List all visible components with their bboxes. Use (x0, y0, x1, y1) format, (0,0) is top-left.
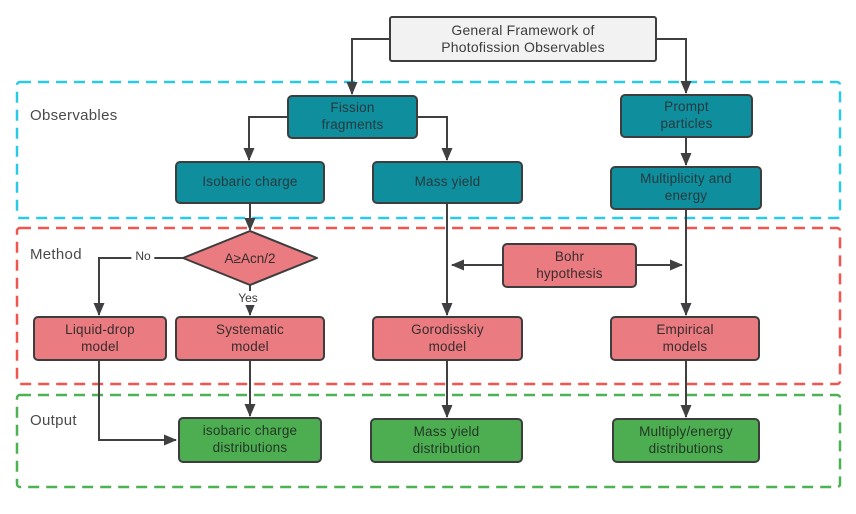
node-title: General Framework of Photofission Observ… (389, 16, 657, 62)
node-isobaric-charge: Isobaric charge (175, 161, 325, 204)
observables-region-border (15, 80, 842, 220)
observables-section-label: Observables (30, 107, 118, 124)
node-mass-yield-distribution: Mass yield distribution (370, 418, 523, 463)
node-multiplicity-energy: Multiplicity and energy (610, 166, 762, 210)
node-empirical-models: Empirical models (610, 316, 760, 361)
edge-label-no: No (131, 249, 155, 263)
node-decision-label: A≥Acn/2 (224, 250, 276, 266)
node-systematic-model: Systematic model (175, 316, 325, 361)
edge-liquid-drop-to-icd (98, 361, 177, 446)
node-fission-fragments: Fission fragments (287, 95, 418, 139)
edge-title-to-fission-fragments (346, 38, 389, 95)
node-liquid-drop-model: Liquid-drop model (33, 316, 167, 361)
node-isobaric-charge-distributions: isobaric charge distributions (178, 417, 322, 463)
decision-diamond-shape (182, 230, 318, 286)
method-region-border (15, 226, 842, 386)
node-multiply-energy-distributions: Multiply/energy distributions (612, 418, 760, 463)
edge-title-to-prompt-particles (657, 38, 692, 94)
node-bohr-hypothesis: Bohr hypothesis (502, 243, 637, 288)
output-region-border (15, 393, 842, 489)
node-mass-yield: Mass yield (372, 161, 523, 204)
node-gorodisskiy-model: Gorodisskiy model (372, 316, 523, 361)
method-section-label: Method (30, 246, 82, 263)
node-prompt-particles: Prompt particles (620, 94, 753, 138)
output-section-label: Output (30, 412, 77, 429)
edge-label-yes: Yes (234, 291, 262, 305)
edge-decision-no-to-liquid-drop (93, 257, 183, 316)
edge-fission-to-mass-yield (418, 116, 453, 161)
edge-fission-to-isobaric-charge (243, 116, 287, 161)
